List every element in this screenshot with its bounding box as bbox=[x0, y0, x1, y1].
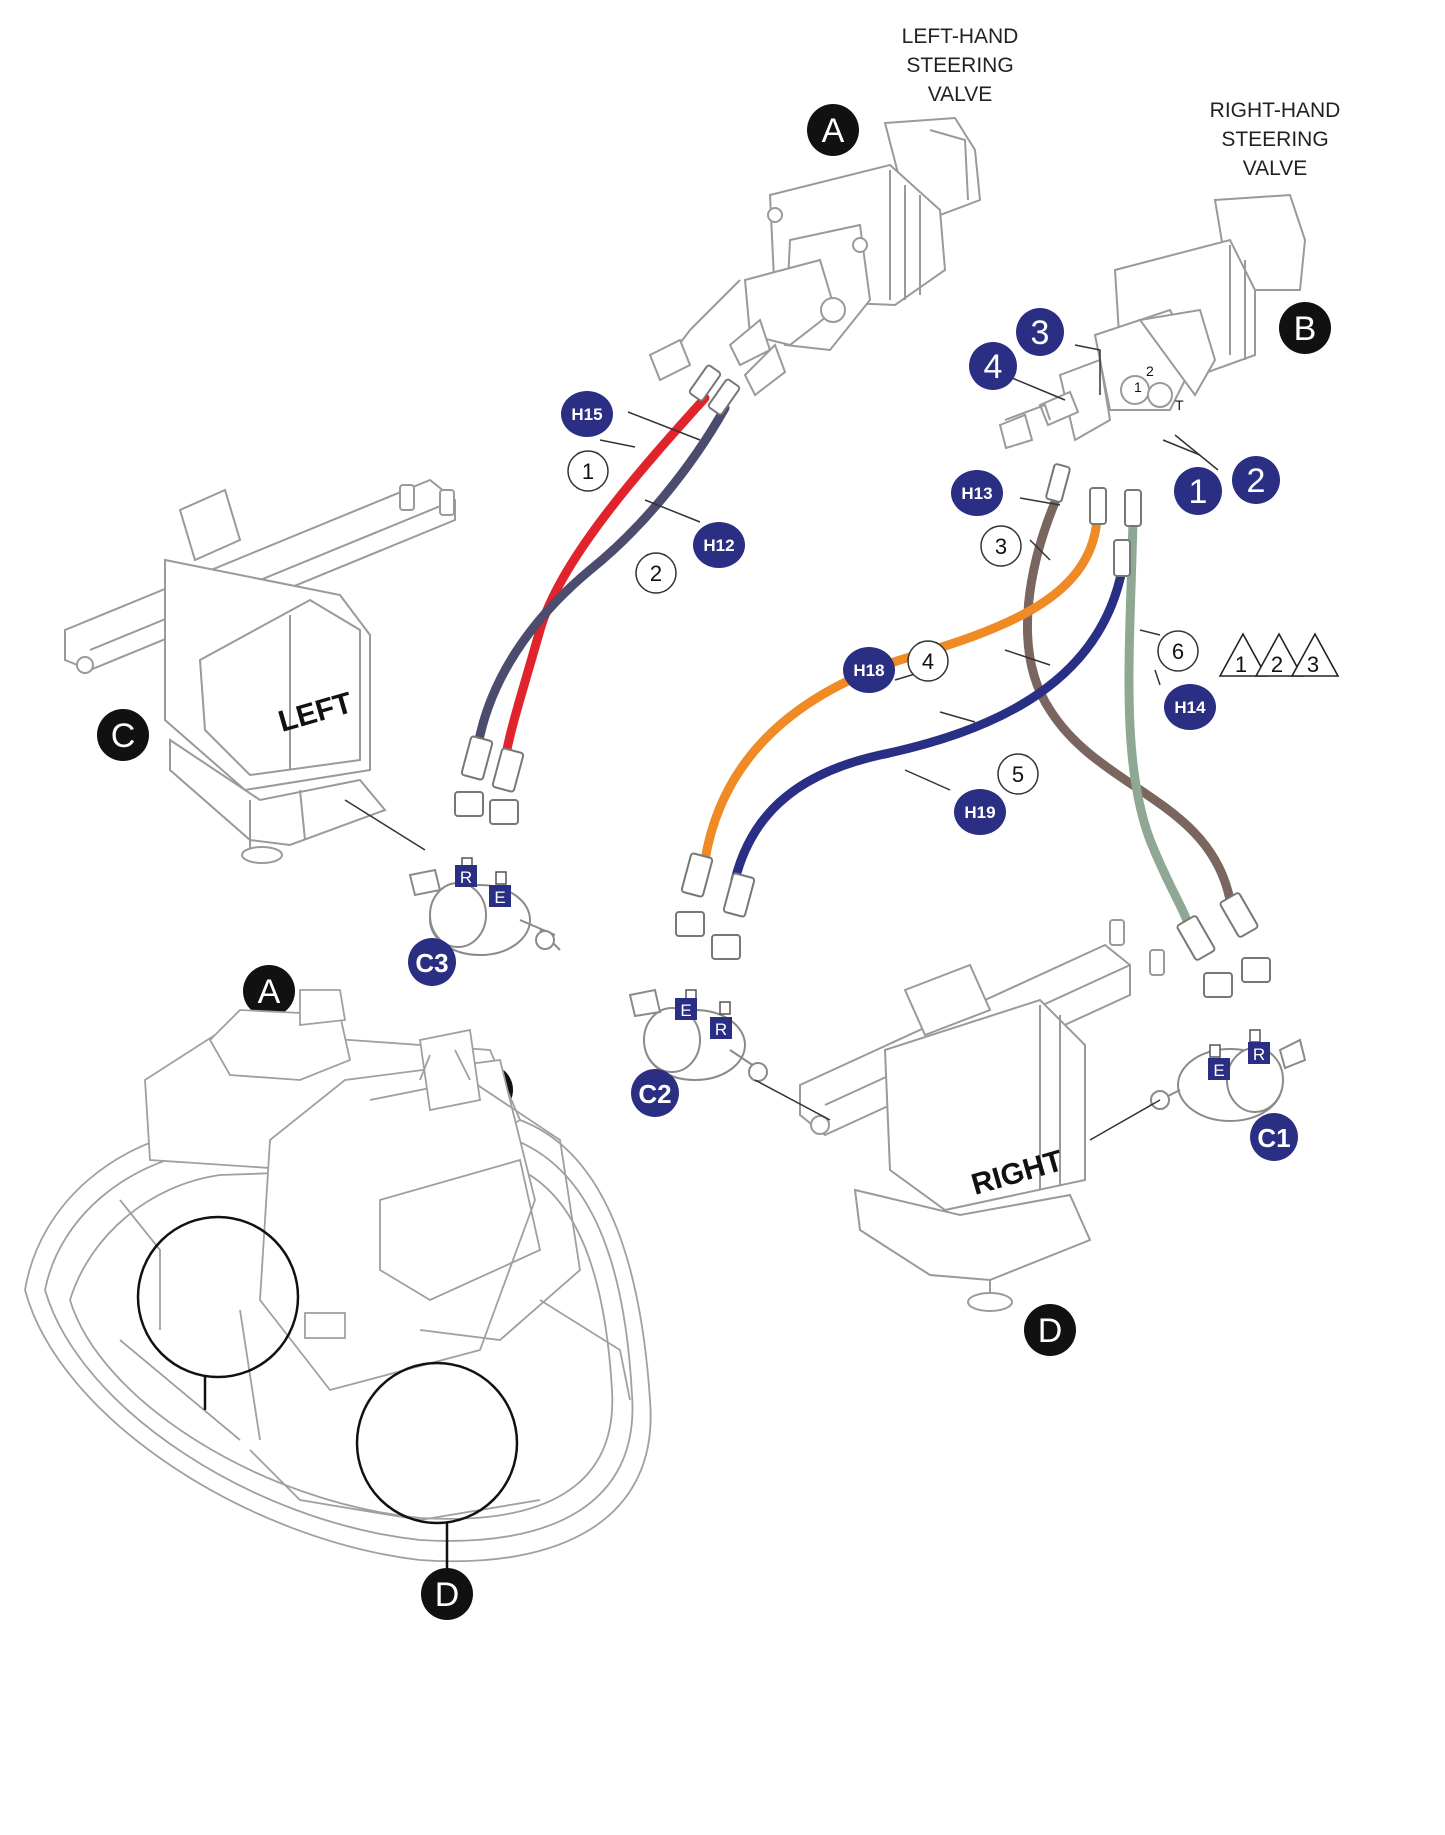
note-1: 1 bbox=[1235, 652, 1247, 677]
hose-labels: H15 H12 H13 H14 H18 H19 bbox=[561, 391, 1216, 835]
view-letter-d-machine: D bbox=[435, 1576, 460, 1614]
view-letter-c-top: C bbox=[111, 717, 136, 755]
left-valve-title: LEFT-HAND STEERING VALVE bbox=[901, 25, 1019, 106]
view-letter-d-top: D bbox=[1038, 1312, 1063, 1350]
cylinder-label-circles bbox=[408, 938, 1298, 1161]
view-letter-circles bbox=[97, 104, 1331, 1620]
valve-port-mark-t: T bbox=[1175, 397, 1184, 413]
callout-1: 1 bbox=[582, 459, 594, 484]
hose-h14-green bbox=[1124, 515, 1195, 935]
port-r-c1: R bbox=[1253, 1045, 1265, 1064]
port-r-c3: R bbox=[460, 868, 472, 887]
callout-3: 3 bbox=[995, 534, 1007, 559]
hose-label-h18: H18 bbox=[853, 661, 884, 680]
hose-label-h14: H14 bbox=[1174, 698, 1206, 717]
hose-fittings bbox=[454, 364, 1271, 998]
port-number-2: 2 bbox=[1247, 462, 1266, 500]
callout-circles bbox=[567, 450, 1199, 795]
valve-port-mark-2: 2 bbox=[1146, 363, 1154, 379]
hose-label-h15: H15 bbox=[571, 405, 602, 424]
port-labels: R E E R E R bbox=[455, 865, 1270, 1080]
callout-5: 5 bbox=[1012, 762, 1024, 787]
hose-label-h19: H19 bbox=[964, 803, 995, 822]
right-steering-valve bbox=[998, 193, 1307, 450]
left-steering-valve bbox=[648, 116, 982, 397]
hose-label-h13: H13 bbox=[961, 484, 992, 503]
detail-circles bbox=[136, 1215, 519, 1570]
hose-label-h12: H12 bbox=[703, 536, 734, 555]
hoses bbox=[473, 393, 1235, 935]
view-letter-b-top: B bbox=[1294, 310, 1317, 348]
port-r-c2: R bbox=[715, 1020, 727, 1039]
cylinder-label-c1: C1 bbox=[1257, 1123, 1290, 1153]
valve-port-mark-1: 1 bbox=[1134, 379, 1142, 395]
right-gearbox bbox=[799, 919, 1165, 1312]
hose-h13-brown bbox=[1023, 490, 1235, 905]
port-e-c2: E bbox=[680, 1001, 691, 1020]
note-2: 2 bbox=[1271, 652, 1283, 677]
hose-h19-blue bbox=[730, 565, 1127, 885]
hose-h12-slate bbox=[473, 403, 730, 750]
view-letter-a-machine: A bbox=[258, 973, 281, 1011]
port-stubs bbox=[461, 857, 1261, 1058]
callout-4: 4 bbox=[922, 649, 934, 674]
trowel-machine-overview bbox=[24, 989, 652, 1563]
cylinder-label-c2: C2 bbox=[638, 1079, 671, 1109]
port-number-4: 4 bbox=[984, 348, 1003, 386]
hose-h18-orange bbox=[700, 515, 1102, 865]
note-3: 3 bbox=[1307, 652, 1319, 677]
cylinder-c1 bbox=[1149, 1038, 1307, 1122]
port-e-c1: E bbox=[1213, 1061, 1224, 1080]
port-number-1: 1 bbox=[1189, 473, 1208, 511]
view-letter-a-top: A bbox=[822, 112, 845, 150]
right-valve-title: RIGHT-HAND STEERING VALVE bbox=[1209, 99, 1341, 180]
note-triangles bbox=[1218, 632, 1340, 677]
left-gearbox bbox=[64, 478, 456, 864]
port-e-c3: E bbox=[494, 888, 505, 907]
port-number-circles bbox=[969, 308, 1280, 515]
port-number-3: 3 bbox=[1031, 314, 1050, 352]
callout-6: 6 bbox=[1172, 639, 1184, 664]
callout-2: 2 bbox=[650, 561, 662, 586]
cylinder-c2 bbox=[628, 988, 768, 1082]
cylinder-label-c3: C3 bbox=[415, 948, 448, 978]
